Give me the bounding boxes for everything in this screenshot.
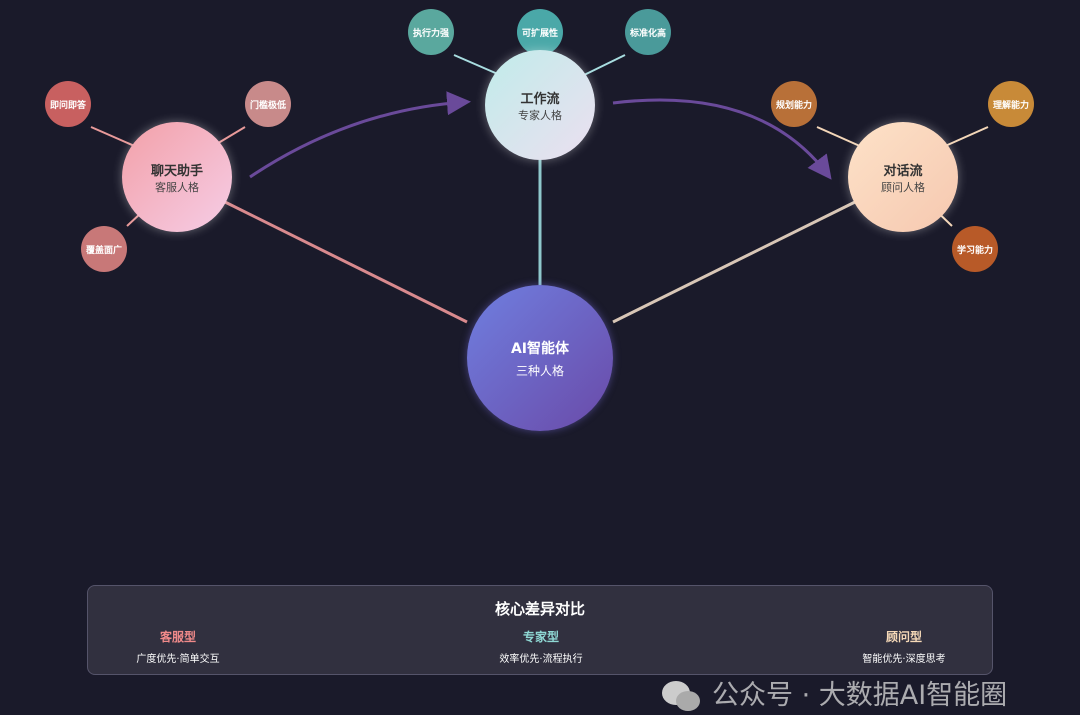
trait-label: 执行力强 (412, 28, 449, 39)
trait-label: 可扩展性 (521, 28, 558, 39)
center-subtitle: 三种人格 (515, 363, 564, 378)
trait-label: 理解能力 (992, 100, 1029, 111)
persona-chat-assistant: 聊天助手客服人格 (122, 122, 232, 232)
persona-dialogue-flow: 对话流顾问人格 (848, 122, 958, 232)
trait-node: 标准化高 (625, 9, 671, 55)
trait-node: 理解能力 (988, 81, 1034, 127)
persona-title: 对话流 (883, 163, 923, 179)
trait-node: 执行力强 (408, 9, 454, 55)
column-desc: 智能优先·深度思考 (862, 654, 946, 665)
persona-subtitle: 专家人格 (518, 108, 562, 122)
persona-title: 聊天助手 (150, 163, 203, 179)
trait-node: 门槛极低 (245, 81, 291, 127)
trait-node: 规划能力 (771, 81, 817, 127)
ai-agent-center: AI智能体三种人格 (467, 285, 613, 431)
comparison-column: 客服型广度优先·简单交互 (78, 628, 278, 665)
column-label: 顾问型 (885, 630, 922, 644)
trait-label: 规划能力 (775, 100, 812, 111)
trait-label: 学习能力 (956, 245, 993, 256)
persona-subtitle: 顾问人格 (881, 180, 925, 194)
trait-label: 标准化高 (629, 28, 666, 39)
watermark: 公众号 · 大数据AI智能圈 (660, 679, 1007, 713)
comparison-panel: 核心差异对比 客服型广度优先·简单交互 专家型效率优先·流程执行 顾问型智能优先… (87, 585, 993, 675)
persona-title: 工作流 (520, 91, 560, 107)
center-title: AI智能体 (510, 340, 570, 357)
persona-subtitle: 客服人格 (155, 180, 199, 194)
wechat-icon (662, 681, 700, 711)
trait-node: 学习能力 (952, 226, 998, 272)
comparison-column: 顾问型智能优先·深度思考 (804, 628, 1004, 665)
watermark-text: 公众号 · 大数据AI智能圈 (712, 680, 1008, 711)
trait-label: 即问即答 (49, 100, 86, 111)
column-desc: 效率优先·流程执行 (499, 654, 583, 665)
comparison-column: 专家型效率优先·流程执行 (441, 628, 641, 665)
column-desc: 广度优先·简单交互 (136, 654, 220, 665)
trait-label: 覆盖面广 (85, 245, 122, 256)
trait-node: 可扩展性 (517, 9, 563, 55)
comparison-title: 核心差异对比 (494, 600, 585, 618)
trait-node: 覆盖面广 (81, 226, 127, 272)
trait-label: 门槛极低 (249, 100, 286, 111)
trait-node: 即问即答 (45, 81, 91, 127)
column-label: 客服型 (159, 630, 196, 644)
column-label: 专家型 (522, 630, 559, 644)
persona-workflow: 工作流专家人格 (485, 50, 595, 160)
